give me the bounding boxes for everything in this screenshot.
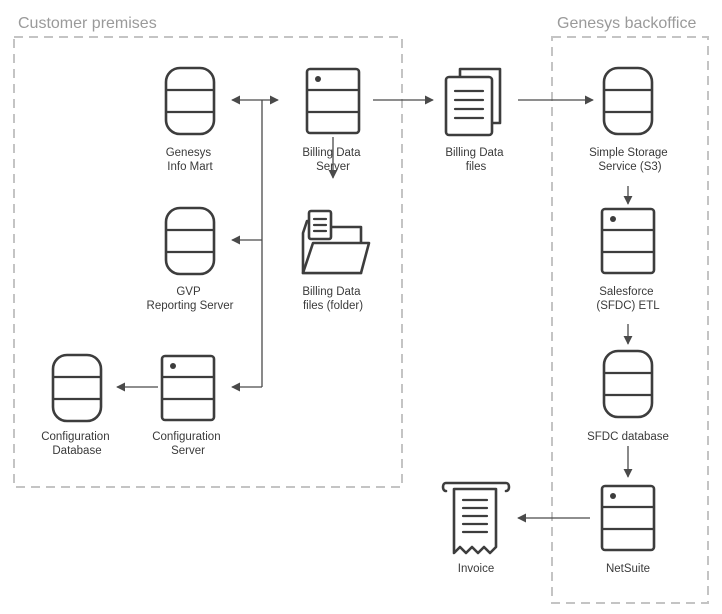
database-icon <box>602 66 654 136</box>
label-line-1: Configuration <box>41 431 109 443</box>
folder-icon <box>301 209 371 275</box>
node-label: Genesys Info Mart <box>166 147 215 173</box>
database-icon <box>602 349 654 419</box>
label-line-1: GVP <box>176 286 201 298</box>
node-config-db: Configuration Database <box>41 353 113 457</box>
server-icon <box>600 207 656 275</box>
node-label: Configuration Database <box>41 431 113 457</box>
node-label: Billing Data Server <box>302 147 363 173</box>
genesys-backoffice-region <box>551 36 709 604</box>
node-infomart: Genesys Info Mart <box>164 66 216 173</box>
node-label: Invoice <box>458 563 494 575</box>
label-line-2: Service (S3) <box>598 161 661 173</box>
label-line-1: Billing Data <box>302 147 361 159</box>
database-icon <box>51 353 103 423</box>
customer-premises-title: Customer premises <box>18 15 157 32</box>
node-sfdc-etl: Salesforce (SFDC) ETL <box>596 207 660 312</box>
label-line-2: files (folder) <box>303 300 363 312</box>
label-line-1: Billing Data <box>302 286 361 298</box>
node-invoice: Invoice <box>441 481 511 575</box>
label-line-2: Info Mart <box>167 161 213 173</box>
label-line-2: Server <box>316 161 350 173</box>
label-line-2: Database <box>52 445 101 457</box>
node-label: Billing Data files <box>445 147 506 173</box>
node-config-server: Configuration Server <box>152 354 224 457</box>
label-line-2: Reporting Server <box>147 300 234 312</box>
node-billing-files: Billing Data files <box>444 67 506 173</box>
node-label: NetSuite <box>606 563 650 575</box>
label-line-1: Configuration <box>152 431 220 443</box>
node-s3: Simple Storage Service (S3) <box>589 66 671 173</box>
node-label: Configuration Server <box>152 431 224 457</box>
node-billing-server: Billing Data Server <box>302 67 363 173</box>
server-icon <box>305 67 361 135</box>
label-line-1: SFDC database <box>587 431 669 443</box>
server-icon <box>160 354 216 422</box>
database-icon <box>164 206 216 276</box>
node-label: SFDC database <box>587 431 669 443</box>
node-label: Salesforce (SFDC) ETL <box>596 286 660 312</box>
node-label: Simple Storage Service (S3) <box>589 147 671 173</box>
label-line-1: Invoice <box>458 563 494 575</box>
database-icon <box>164 66 216 136</box>
label-line-2: (SFDC) ETL <box>596 300 660 312</box>
label-line-2: Server <box>171 445 205 457</box>
genesys-backoffice-title: Genesys backoffice <box>557 15 696 32</box>
node-label: GVP Reporting Server <box>147 286 234 312</box>
node-gvp: GVP Reporting Server <box>147 206 234 312</box>
documents-icon <box>444 67 502 137</box>
label-line-2: files <box>466 161 487 173</box>
node-label: Billing Data files (folder) <box>302 286 363 312</box>
label-line-1: NetSuite <box>606 563 650 575</box>
receipt-icon <box>441 481 511 555</box>
server-icon <box>600 484 656 552</box>
label-line-1: Genesys <box>166 147 212 159</box>
node-sfdc-db: SFDC database <box>587 349 669 443</box>
label-line-1: Simple Storage <box>589 147 668 159</box>
edge-layer <box>116 95 633 523</box>
label-line-1: Salesforce <box>599 286 653 298</box>
node-folder: Billing Data files (folder) <box>301 209 371 312</box>
node-netsuite: NetSuite <box>600 484 656 575</box>
label-line-1: Billing Data <box>445 147 504 159</box>
